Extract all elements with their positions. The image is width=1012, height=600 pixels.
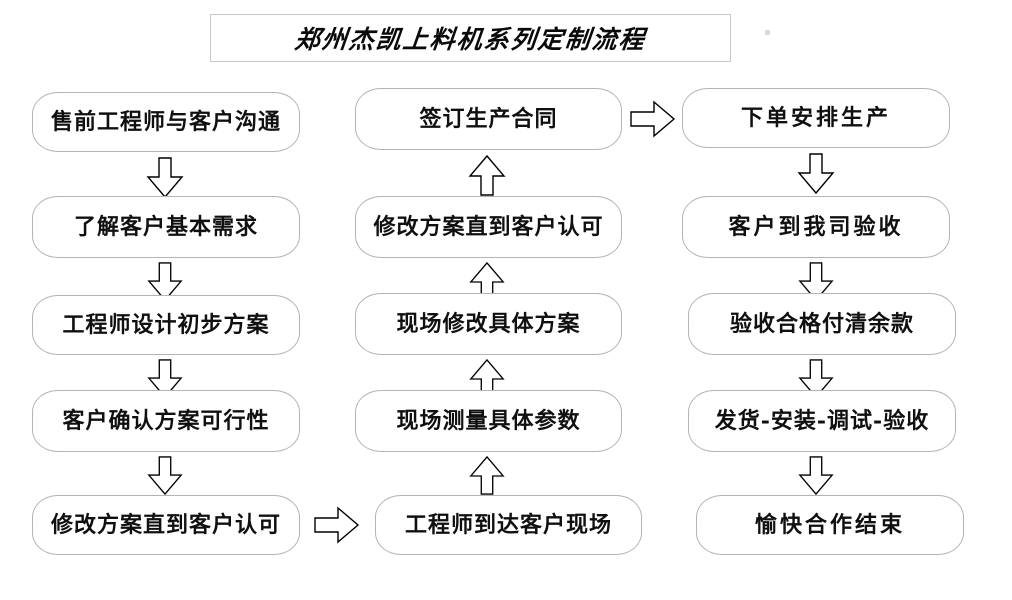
arrow-down-c1-4	[146, 456, 184, 496]
node-label: 发货-安装-调试-验收	[714, 408, 930, 434]
node-label: 客户到我司验收	[728, 214, 904, 240]
node-pay-balance-after-acceptance[interactable]: 验收合格付清余款	[688, 293, 956, 355]
arrow-down-c1-3	[146, 359, 184, 399]
node-label: 愉快合作结束	[754, 512, 905, 538]
node-label: 现场修改具体方案	[396, 311, 581, 337]
arrow-down-c3-1	[797, 153, 835, 195]
arrow-right-col2-to-col3	[630, 100, 676, 138]
node-presales-communicate[interactable]: 售前工程师与客户沟通	[32, 92, 300, 152]
node-label: 工程师设计初步方案	[62, 312, 270, 338]
chart-title-box: 郑州杰凯上料机系列定制流程	[210, 14, 731, 62]
node-label: 工程师到达客户现场	[404, 512, 612, 538]
chart-title: 郑州杰凯上料机系列定制流程	[293, 25, 648, 54]
arrow-down-c1-1	[146, 157, 184, 199]
node-label: 了解客户基本需求	[73, 214, 258, 240]
stray-mark-artifact	[765, 30, 770, 35]
arrow-down-c3-4	[797, 456, 835, 496]
arrow-down-c3-2	[797, 262, 835, 302]
node-ship-install-debug-accept[interactable]: 发货-安装-调试-验收	[688, 390, 956, 452]
node-onsite-revise-plan[interactable]: 现场修改具体方案	[355, 293, 622, 355]
arrow-down-c1-2	[146, 262, 184, 302]
node-customer-inspection-at-factory[interactable]: 客户到我司验收	[682, 196, 950, 258]
node-label: 验收合格付清余款	[729, 311, 914, 337]
node-revise-until-approved-c1[interactable]: 修改方案直到客户认可	[32, 495, 300, 555]
node-understand-requirements[interactable]: 了解客户基本需求	[32, 196, 300, 258]
arrow-down-c3-3	[797, 359, 835, 399]
node-sign-production-contract[interactable]: 签订生产合同	[355, 88, 622, 150]
node-confirm-feasibility[interactable]: 客户确认方案可行性	[32, 390, 300, 452]
node-place-order-arrange-production[interactable]: 下单安排生产	[682, 88, 950, 148]
node-onsite-measure-parameters[interactable]: 现场测量具体参数	[355, 390, 622, 452]
node-revise-until-approved-c2[interactable]: 修改方案直到客户认可	[355, 196, 622, 258]
node-label: 签订生产合同	[419, 106, 558, 132]
node-design-preliminary-plan[interactable]: 工程师设计初步方案	[32, 295, 300, 355]
node-label: 售前工程师与客户沟通	[50, 109, 281, 135]
arrow-right-col1-to-col2	[314, 506, 360, 544]
node-label: 现场测量具体参数	[396, 408, 581, 434]
node-happy-cooperation-end[interactable]: 愉快合作结束	[696, 495, 964, 555]
node-engineer-arrives-onsite[interactable]: 工程师到达客户现场	[375, 495, 642, 555]
node-label: 修改方案直到客户认可	[50, 512, 281, 538]
arrow-up-c2-4	[468, 455, 506, 496]
node-label: 客户确认方案可行性	[62, 408, 270, 434]
arrow-up-c2-1	[468, 154, 506, 197]
node-label: 修改方案直到客户认可	[373, 214, 604, 240]
node-label: 下单安排生产	[740, 105, 891, 131]
